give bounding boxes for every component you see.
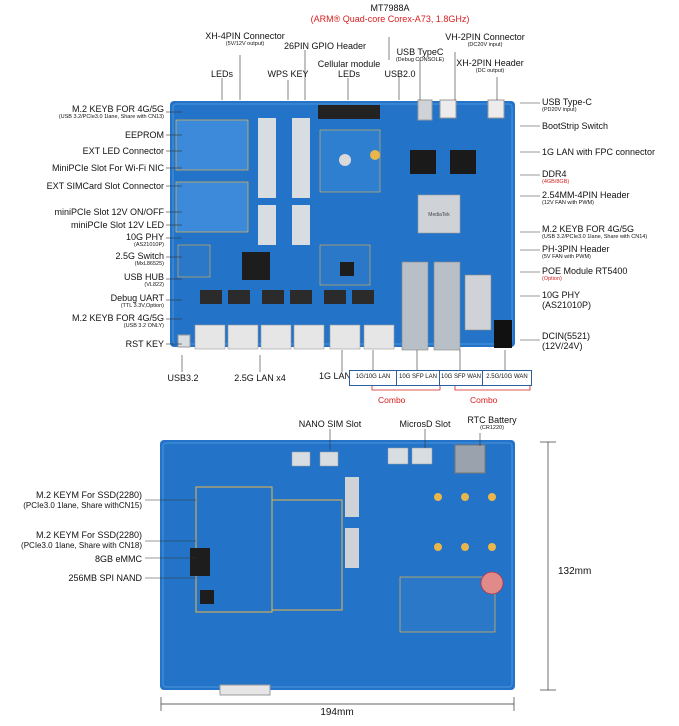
label-minipcie-wifi: MiniPCIe Slot For Wi-Fi NIC — [51, 163, 164, 173]
label-m2-keyb-2: M.2 KEYB FOR 4G/5G (USB 3.2 ONLY) — [71, 313, 164, 329]
dim-height: 132mm — [558, 566, 592, 577]
label-wps: WPS KEY — [267, 69, 309, 79]
svg-text:MediaTek: MediaTek — [428, 212, 450, 218]
label-minipcie-onoff: miniPCIe Slot 12V ON/OFF — [54, 207, 164, 217]
label-eeprom: EEPROM — [124, 130, 164, 140]
label-minipcie-led: miniPCIe Slot 12V LED — [70, 220, 164, 230]
soc-desc: (ARM® Quad-core Corex-A73, 1.8GHz) — [310, 14, 470, 24]
label-ext-led: EXT LED Connector — [82, 146, 164, 156]
label-poe: POE Module RT5400 (Option) — [542, 266, 628, 282]
combo-label-2: Combo — [470, 395, 498, 405]
label-leds: LEDs — [210, 69, 233, 79]
label-fan-4pin: 2.54MM-4PIN Header (12V FAN with PWM) — [542, 190, 630, 206]
label-usbtypec-console: USB TypeC (Debug CONSOLE) — [395, 47, 445, 63]
label-vh2pin: VH-2PIN Connector (DC20V input) — [445, 32, 525, 48]
label-ddr4: DDR4 (4GB/8GB) — [542, 169, 570, 185]
label-ext-simcard: EXT SIMCard Slot Connector — [46, 181, 164, 191]
bottom-board — [160, 440, 515, 696]
label-usb20: USB2.0 — [384, 69, 416, 79]
port-box-10g-sfp-lan: 10G SFP LAN — [396, 370, 440, 386]
label-ssd-1: M.2 KEYM For SSD(2280) (PCIe3.0 1lane, S… — [23, 490, 142, 510]
label-m2-keyb-3: M.2 KEYB FOR 4G/5G (USB 3.2/PCIe3.0 1lan… — [542, 224, 648, 240]
label-emmc: 8GB eMMC — [94, 554, 142, 564]
label-microsd: MicrosD Slot — [399, 419, 451, 429]
top-board: MediaTek — [170, 99, 515, 351]
label-cellular: Cellular module LEDs — [317, 59, 381, 79]
label-m2-keyb-1: M.2 KEYB FOR 4G/5G (USB 3.2/PCIe3.0 1lan… — [58, 104, 164, 120]
label-rst-key: RST KEY — [125, 339, 164, 349]
port-box-1g10g-lan: 1G/10G LAN — [349, 370, 397, 386]
label-xh4pin: XH-4PIN Connector (5V/12V output) — [205, 31, 285, 47]
label-phy-10g-left: 10G PHY (AS21010P) — [125, 232, 164, 248]
label-usb-hub: USB HUB (VL822) — [123, 272, 164, 288]
label-switch-25g: 2.5G Switch (MxL86525) — [115, 251, 164, 267]
label-lan-fpc: 1G LAN with FPC connector — [542, 147, 656, 157]
soc-name: MT7988A — [370, 3, 410, 13]
label-lan1g: 1G LAN — [318, 371, 351, 381]
label-dcin: DCIN(5521) (12V/24V) — [542, 331, 591, 351]
dim-width: 194mm — [320, 707, 354, 718]
label-ph-3pin: PH-3PIN Header (5V FAN with PWM) — [542, 244, 610, 260]
label-usb-typec: USB Type-C (PD20V input) — [542, 97, 592, 113]
label-phy-10g-right: 10G PHY (AS21010P) — [542, 290, 592, 310]
label-debug-uart: Debug UART (TTL 3.3V,Option) — [110, 293, 164, 309]
label-bootstrip: BootStrip Switch — [542, 121, 609, 131]
label-gpio: 26PIN GPIO Header — [283, 41, 367, 51]
combo-label-1: Combo — [378, 395, 406, 405]
label-nand: 256MB SPI NAND — [68, 573, 142, 583]
label-xh2pin: XH-2PIN Header (DC output) — [456, 58, 524, 74]
label-lan25: 2.5G LAN x4 — [234, 373, 286, 383]
port-box-10g-sfp-wan: 10G SFP WAN — [439, 370, 483, 386]
label-rtc: RTC Battery (CR1220) — [467, 415, 517, 431]
label-ssd-2: M.2 KEYM For SSD(2280) (PCIe3.0 1lane, S… — [21, 530, 142, 550]
port-box-25g10g-wan: 2.5G/10G WAN — [482, 370, 532, 386]
label-usb32: USB3.2 — [167, 373, 199, 383]
label-nanosim: NANO SIM Slot — [298, 419, 362, 429]
